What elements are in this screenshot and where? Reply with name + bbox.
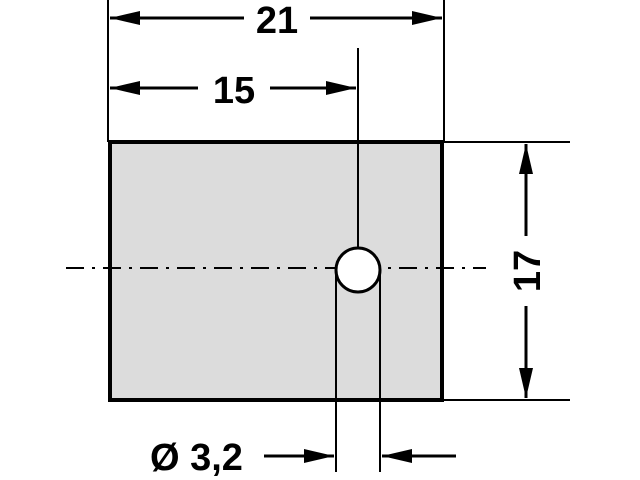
- dimension-height: 17: [507, 144, 549, 398]
- dimension-overall-width: 21: [110, 0, 442, 42]
- mounting-hole: [334, 246, 382, 294]
- extension-lines: [107, 0, 570, 472]
- dimension-hole-diameter: Ø 3,2: [150, 437, 456, 479]
- dimension-label-17: 17: [507, 250, 549, 292]
- dimension-hole-offset: 15: [110, 70, 356, 112]
- dimension-label-21: 21: [256, 0, 298, 42]
- dimension-label-15: 15: [213, 70, 255, 112]
- part-body: [108, 140, 444, 402]
- dimension-label-diameter: Ø 3,2: [150, 437, 243, 479]
